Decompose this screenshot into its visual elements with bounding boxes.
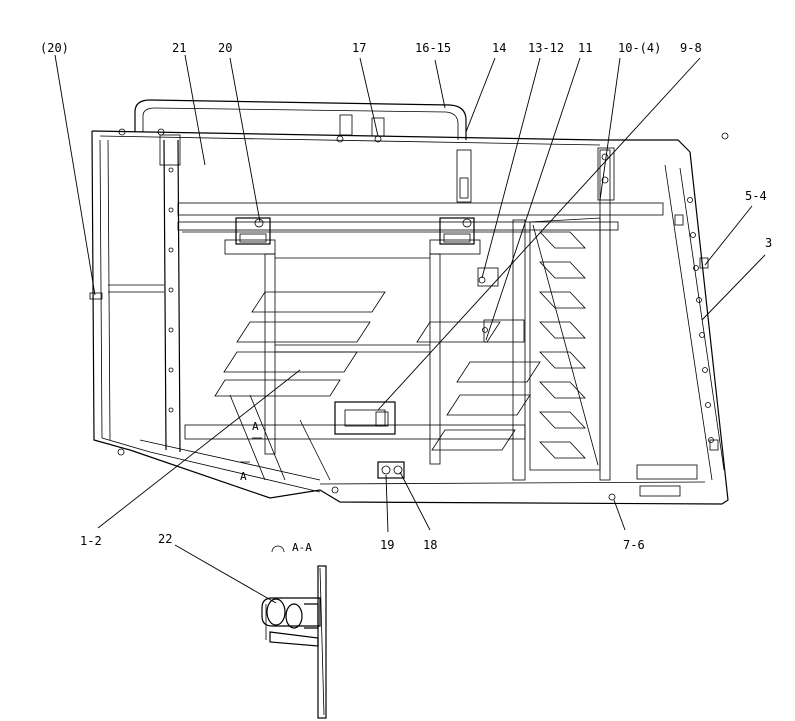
hinge-brackets [235,217,475,245]
callout-10-4: 10-(4) [618,41,661,55]
glass-reflection-marks [214,291,541,481]
callout-14: 14 [492,41,506,55]
inner-window-frame [184,149,611,481]
callout-21: 21 [172,41,186,55]
leader-lines [54,54,766,604]
callout-5-4: 5-4 [745,189,767,203]
section-cut-marks: A A [240,420,262,483]
section-detail-aa: A-A [261,541,327,719]
callout-1-2: 1-2 [80,534,102,548]
callout-9-8: 9-8 [680,41,702,55]
callout-13-12: 13-12 [528,41,564,55]
left-column [108,134,181,453]
panel-frame [91,130,729,505]
callout-20: 20 [218,41,232,55]
callout-17: 17 [352,41,366,55]
section-view-label: A-A [292,541,312,554]
callout-16-15: 16-15 [415,41,451,55]
cross-beams [177,202,664,255]
right-side-strip [636,197,719,497]
callout-19: 19 [380,538,394,552]
callout-18: 18 [423,538,437,552]
cut-mark-upper: A [252,420,259,433]
callout-20-ref: (20) [40,41,69,55]
side-grille [529,217,601,471]
handle-rail [134,99,467,140]
callout-3: 3 [765,236,772,250]
callout-22: 22 [158,532,172,546]
callout-labels: (20) 21 20 17 16-15 14 13-12 11 10-(4) 9… [40,41,772,552]
callout-7-6: 7-6 [623,538,645,552]
cut-mark-lower: A [240,470,247,483]
callout-11: 11 [578,41,592,55]
latch-parts [89,128,729,501]
